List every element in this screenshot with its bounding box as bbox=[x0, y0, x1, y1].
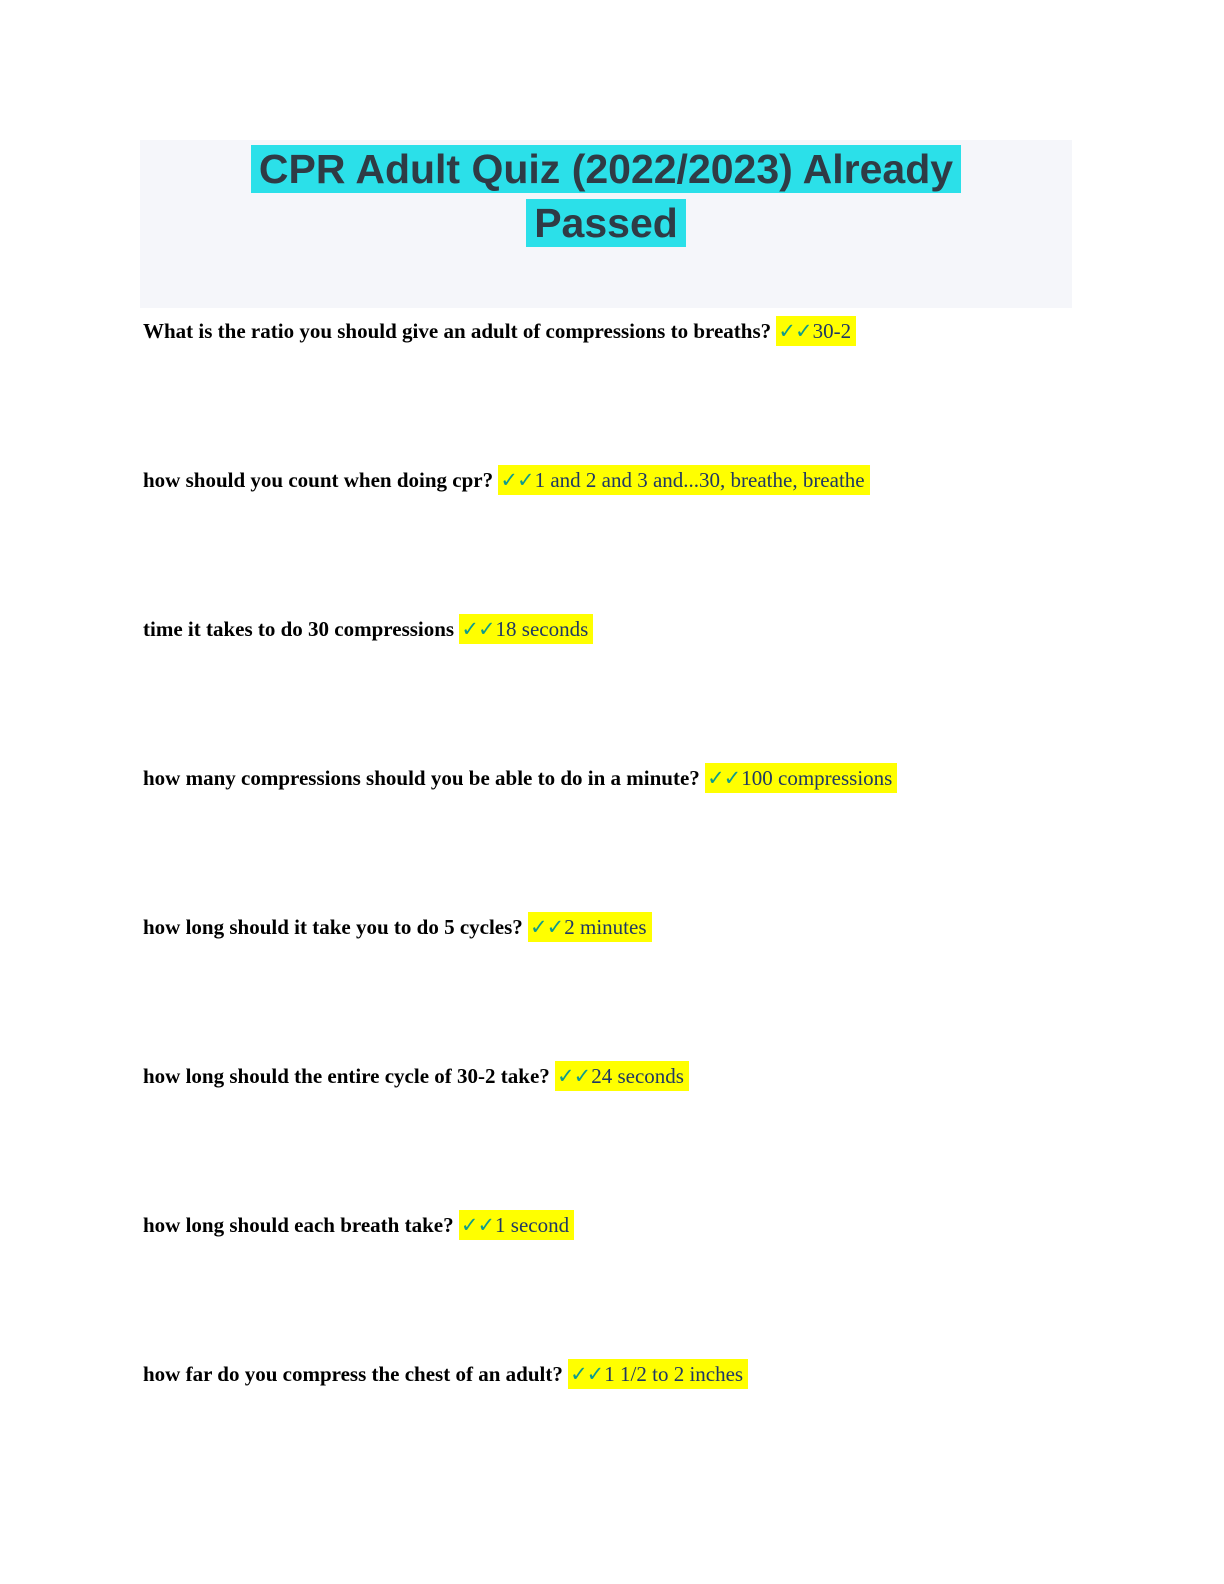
question-text: time it takes to do 30 compressions bbox=[143, 617, 460, 641]
answer-highlight: ✓✓1 second bbox=[458, 1210, 575, 1240]
qa-item: how long should the entire cycle of 30-2… bbox=[143, 1061, 1103, 1091]
qa-item: how far do you compress the chest of an … bbox=[143, 1359, 1103, 1389]
question-text: how long should it take you to do 5 cycl… bbox=[143, 915, 529, 939]
qa-item: how should you count when doing cpr? ✓✓1… bbox=[143, 465, 1103, 495]
question-text: how long should the entire cycle of 30-2… bbox=[143, 1064, 556, 1088]
answer-text: 30-2 bbox=[812, 319, 852, 343]
answer-highlight: ✓✓1 and 2 and 3 and...30, breathe, breat… bbox=[498, 465, 870, 495]
title-highlight: CPR Adult Quiz (2022/2023) Already bbox=[250, 145, 962, 193]
page-title-line-1: CPR Adult Quiz (2022/2023) Already bbox=[140, 142, 1072, 196]
answer-text: 2 minutes bbox=[564, 915, 647, 939]
question-text: how far do you compress the chest of an … bbox=[143, 1362, 569, 1386]
answer-text: 1 second bbox=[495, 1213, 570, 1237]
answer-text: 100 compressions bbox=[741, 766, 893, 790]
qa-item: What is the ratio you should give an adu… bbox=[143, 316, 1103, 346]
checkmark-icon: ✓✓ bbox=[557, 1064, 591, 1088]
qa-list: What is the ratio you should give an adu… bbox=[143, 310, 1103, 1508]
checkmark-icon: ✓✓ bbox=[530, 915, 564, 939]
answer-text: 18 seconds bbox=[495, 617, 589, 641]
qa-item: how many compressions should you be able… bbox=[143, 763, 1103, 793]
checkmark-icon: ✓✓ bbox=[570, 1362, 604, 1386]
question-text: how long should each breath take? bbox=[143, 1213, 459, 1237]
question-text: What is the ratio you should give an adu… bbox=[143, 319, 777, 343]
title-highlight: Passed bbox=[526, 199, 686, 247]
answer-text: 24 seconds bbox=[591, 1064, 684, 1088]
checkmark-icon: ✓✓ bbox=[500, 468, 534, 492]
qa-item: time it takes to do 30 compressions ✓✓18… bbox=[143, 614, 1103, 644]
answer-highlight: ✓✓18 seconds bbox=[459, 614, 594, 644]
answer-highlight: ✓✓2 minutes bbox=[528, 912, 652, 942]
checkmark-icon: ✓✓ bbox=[461, 617, 495, 641]
checkmark-icon: ✓✓ bbox=[460, 1213, 495, 1237]
question-text: how should you count when doing cpr? bbox=[143, 468, 499, 492]
answer-highlight: ✓✓24 seconds bbox=[555, 1061, 689, 1091]
answer-highlight: ✓✓100 compressions bbox=[705, 763, 898, 793]
checkmark-icon: ✓✓ bbox=[778, 319, 812, 343]
answer-text: 1 and 2 and 3 and...30, breathe, breathe bbox=[534, 468, 865, 492]
qa-item: how long should each breath take? ✓✓1 se… bbox=[143, 1210, 1103, 1240]
title-header: CPR Adult Quiz (2022/2023) Already Passe… bbox=[140, 140, 1072, 308]
qa-item: how long should it take you to do 5 cycl… bbox=[143, 912, 1103, 942]
answer-highlight: ✓✓30-2 bbox=[776, 316, 857, 346]
answer-text: 1 1/2 to 2 inches bbox=[604, 1362, 744, 1386]
page-title-line-2: Passed bbox=[140, 196, 1072, 250]
answer-highlight: ✓✓1 1/2 to 2 inches bbox=[568, 1359, 749, 1389]
question-text: how many compressions should you be able… bbox=[143, 766, 706, 790]
checkmark-icon: ✓✓ bbox=[707, 766, 741, 790]
